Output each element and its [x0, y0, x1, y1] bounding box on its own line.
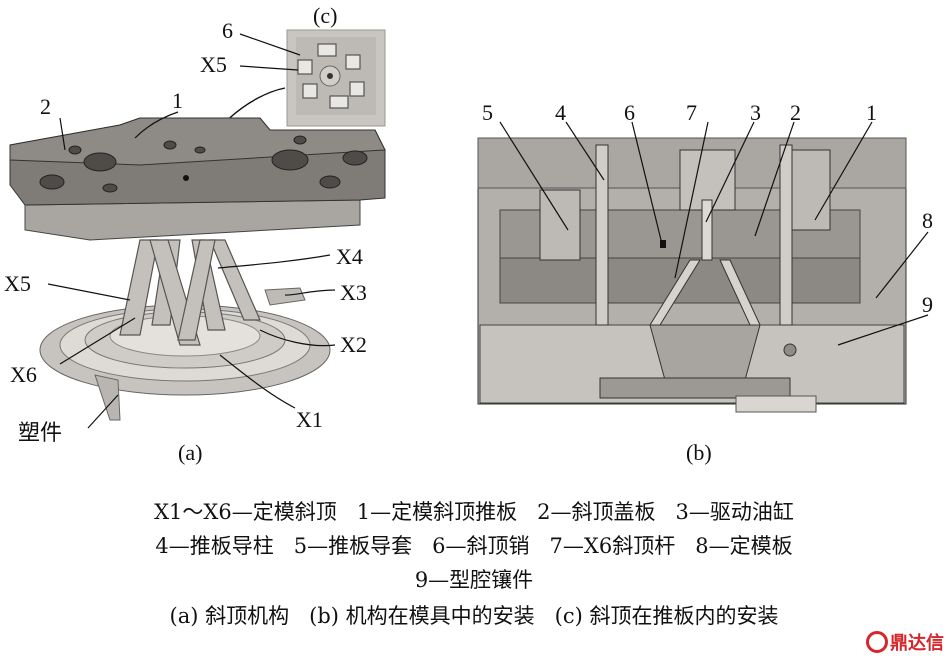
label-b-2: 2 [790, 100, 801, 125]
label-a-x4: X4 [336, 244, 363, 269]
watermark-logo-icon [866, 631, 888, 653]
label-c-6: 6 [222, 18, 233, 43]
label-b-5: 5 [482, 100, 493, 125]
label-a-2: 2 [40, 94, 51, 119]
inset-c: (c) 6 X5 [200, 3, 386, 127]
label-a-x5: X5 [4, 271, 31, 296]
caption-line-1: X1～X6—定模斜顶 1—定模斜顶推板 2—斜顶盖板 3—驱动油缸 [154, 500, 794, 524]
caption-line-4: (a) 斜顶机构 (b) 机构在模具中的安装 (c) 斜顶在推板内的安装 [169, 604, 779, 628]
label-b-9: 9 [922, 292, 933, 317]
label-a-1: 1 [172, 88, 183, 113]
label-b-1: 1 [866, 100, 877, 125]
label-b-4: 4 [555, 100, 566, 125]
inset-c-sublabel: (c) [313, 3, 337, 28]
figure-a: 1 2 X4 X3 X2 X1 X5 X6 塑件 (a) [4, 88, 386, 465]
label-c-x5: X5 [200, 52, 227, 77]
label-a-x1: X1 [296, 407, 323, 432]
figure-drawings: (c) 6 X5 [4, 3, 933, 465]
label-b-8: 8 [922, 208, 933, 233]
label-b-6: 6 [624, 100, 635, 125]
label-a-x6: X6 [10, 362, 37, 387]
label-b-7: 7 [686, 100, 697, 125]
label-b-3: 3 [750, 100, 761, 125]
caption-line-2: 4—推板导柱 5—推板导套 6—斜顶销 7—X6斜顶杆 8—定模板 [155, 534, 793, 558]
sublabel-b: (b) [686, 440, 712, 465]
watermark-text: 鼎达信 [890, 633, 944, 654]
caption-line-3: 9—型腔镶件 [414, 568, 534, 592]
watermark: 鼎达信 [866, 629, 944, 655]
label-a-x3: X3 [340, 280, 367, 305]
figure-b: 5 4 6 7 3 2 1 8 9 (b) [477, 100, 933, 465]
label-a-part: 塑件 [18, 420, 62, 445]
label-a-x2: X2 [340, 332, 367, 357]
sublabel-a: (a) [178, 440, 202, 465]
